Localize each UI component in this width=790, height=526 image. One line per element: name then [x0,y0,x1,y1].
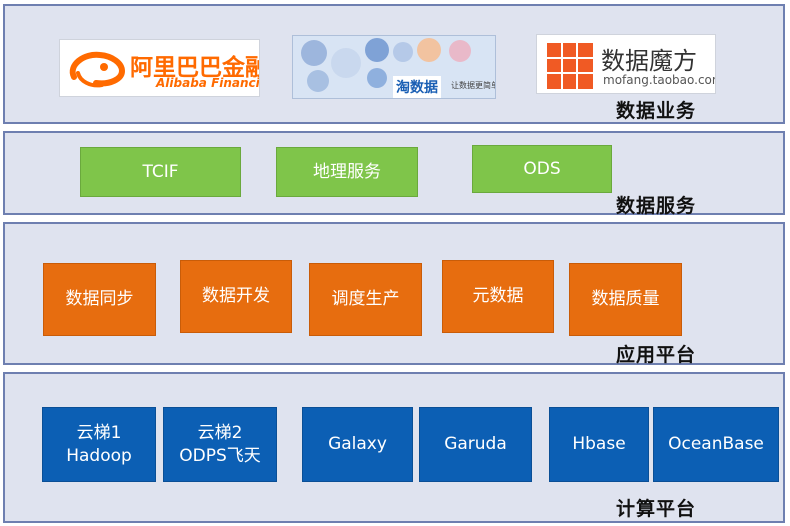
service-tcif: TCIF [80,147,241,197]
bubble-icon [307,70,329,92]
mofang-logo-url: mofang.taobao.com [603,73,716,87]
layer-app-platform: 数据同步 数据开发 调度生产 元数据 数据质量 应用平台 [3,222,785,366]
taoshuju-logo-slogan: 让数据更简单 [451,81,496,90]
alibaba-logo-cn: 阿里巴巴金融 [130,55,260,81]
service-ods: ODS [472,145,612,193]
compute-hbase: Hbase [549,407,649,482]
service-geo: 地理服务 [276,147,418,197]
layer-data-service: TCIF 地理服务 ODS 数据服务 [3,131,785,217]
app-module-metadata: 元数据 [442,260,554,333]
bubble-icon [365,38,389,62]
app-module-data-quality: 数据质量 [569,263,682,336]
compute-galaxy: Galaxy [302,407,413,482]
layer-title-data-business: 数据业务 [616,100,697,122]
compute-oceanbase: OceanBase [653,407,779,482]
bubble-icon [367,68,387,88]
layer-title-data-service: 数据服务 [616,195,697,217]
layer-title-app-platform: 应用平台 [616,344,697,366]
taoshuju-logo: 淘数据 让数据更简单 [292,35,496,99]
alibaba-smile-icon [69,51,126,88]
bubble-icon [301,40,327,66]
bubble-icon [449,40,471,62]
compute-label-line1: 云梯2 [197,422,243,443]
bubble-icon [417,38,441,62]
mofang-logo: 数据魔方 mofang.taobao.com [536,34,716,94]
layer-data-business: 阿里巴巴金融 Alibaba Financial 淘数据 让数据更简单 数据魔方… [3,4,785,124]
compute-garuda: Garuda [419,407,532,482]
compute-label-line2: Hadoop [66,445,132,466]
compute-yunti2-odps: 云梯2 ODPS飞天 [163,407,277,482]
app-module-data-sync: 数据同步 [43,263,156,336]
taoshuju-logo-cn: 淘数据 [393,76,441,98]
app-module-scheduling: 调度生产 [309,263,422,336]
cube-grid-icon [547,43,593,89]
alibaba-financial-logo: 阿里巴巴金融 Alibaba Financial [59,39,260,97]
layer-title-compute-platform: 计算平台 [616,498,697,520]
compute-label-line1: 云梯1 [76,422,122,443]
bubble-icon [331,48,361,78]
bubble-icon [393,42,413,62]
app-module-data-dev: 数据开发 [180,260,292,333]
layer-compute-platform: 云梯1 Hadoop 云梯2 ODPS飞天 Galaxy Garuda Hbas… [3,372,785,523]
compute-label-line2: ODPS飞天 [179,445,261,466]
compute-yunti1-hadoop: 云梯1 Hadoop [42,407,156,482]
alibaba-logo-en: Alibaba Financial [156,76,260,90]
mofang-logo-cn: 数据魔方 [601,47,697,75]
